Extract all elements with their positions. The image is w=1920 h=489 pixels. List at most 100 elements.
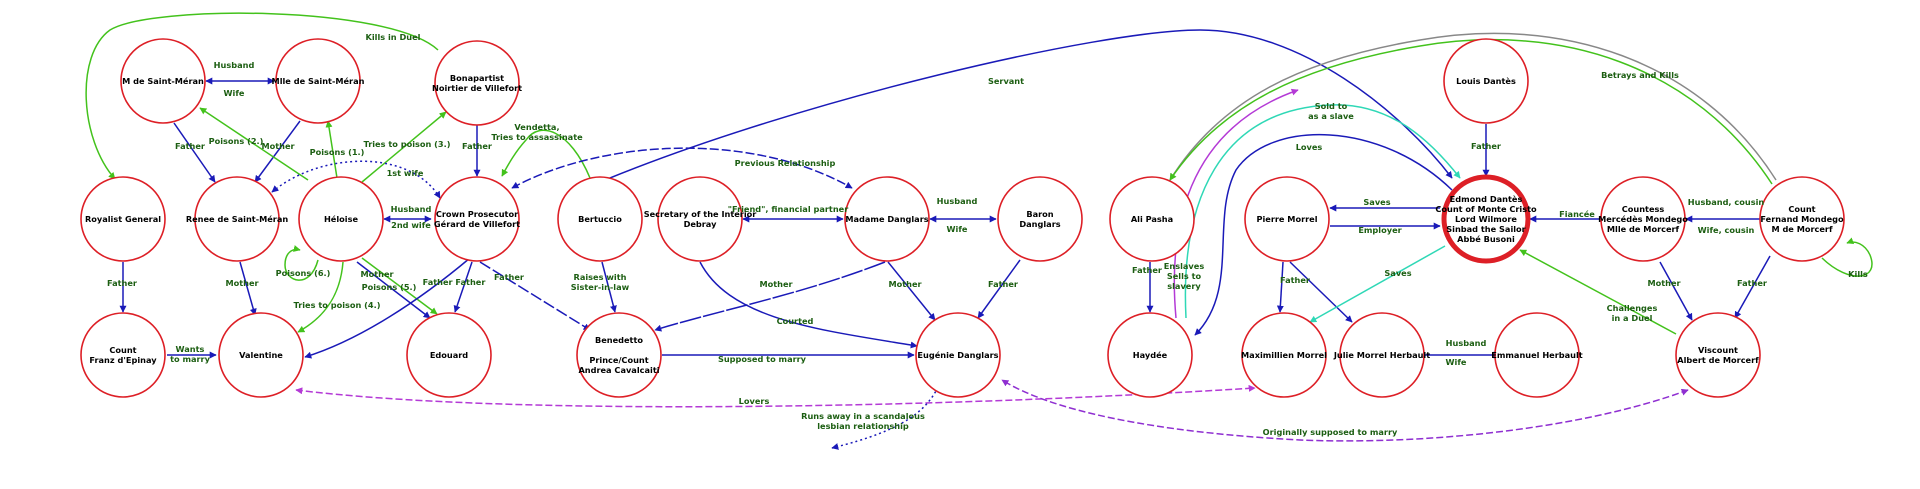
node-label-line: Royalist General [85,214,161,224]
node-bertuccio[interactable]: Bertuccio [557,176,643,262]
edge-label-line: Sister-in-law [571,282,630,292]
node-circle[interactable] [1759,176,1845,262]
node-circle[interactable] [194,176,280,262]
node-mlle-de-saint-meran[interactable]: Mlle de Saint-Méran [272,38,365,124]
node-label-line: Franz d'Epinay [89,355,157,365]
node-circle[interactable] [1241,312,1327,398]
node-circle[interactable] [275,38,361,124]
edge-father-fernand-albert [1734,255,1771,319]
node-label-line: Count [109,345,136,355]
edge-challenges [1519,249,1677,335]
node-circle[interactable] [1107,312,1193,398]
label-father-8: Father [1280,275,1311,285]
node-circle[interactable] [844,176,930,262]
label-poisons-5: Poisons (5.) [362,282,417,292]
node-label: Pierre Morrel [1256,214,1317,224]
edge-label-line: in a Duel [1612,313,1653,323]
node-circle[interactable] [1441,174,1531,264]
node-label-line: M de Morcerf [1771,224,1833,234]
node-m-de-saint-meran[interactable]: M de Saint-Méran [120,38,206,124]
node-label-line: Debray [684,219,718,229]
node-circle[interactable] [80,312,166,398]
node-label-line: Mlle de Morcerf [1607,224,1680,234]
edge-label-line: Challenges [1607,303,1658,313]
node-royalist-general[interactable]: Royalist General [80,176,166,262]
node-label-line: Valentine [239,350,283,360]
node-circle[interactable] [1339,312,1425,398]
label-mother-5: Mother [888,279,922,289]
label-mother-2: Mother [225,278,259,288]
node-ali-pasha[interactable]: Ali Pasha [1109,176,1195,262]
edge-mother-mercedes-albert [1659,261,1693,321]
node-circle[interactable] [997,176,1083,262]
node-renee[interactable]: Renee de Saint-Méran [186,176,289,262]
node-circle[interactable] [120,38,206,124]
node-valentine[interactable]: Valentine [218,312,304,398]
edge-label-line: as a slave [1308,111,1354,121]
edge-enslaves [1173,88,1299,319]
node-circle[interactable] [657,176,743,262]
node-louis-dantes[interactable]: Louis Dantès [1443,38,1529,124]
node-label-line: Count of Monte Cristo [1435,204,1537,214]
node-circle[interactable] [1443,38,1529,124]
label-father-1: Father [175,141,206,151]
node-label: Valentine [239,350,283,360]
label-tries-poison-4: Tries to poison (4.) [294,300,381,310]
label-second-wife: 2nd wife [391,220,431,230]
node-edouard[interactable]: Edouard [406,312,492,398]
node-madame-danglars[interactable]: Madame Danglars [844,176,930,262]
node-label-line: Lord Wilmore [1455,214,1517,224]
node-pierre-morrel[interactable]: Pierre Morrel [1244,176,1330,262]
node-circle[interactable] [218,312,304,398]
node-label-line: Andrea Cavalcaiti [578,365,659,375]
edge-vendetta [501,129,591,179]
node-circle[interactable] [576,312,662,398]
node-circle[interactable] [406,312,492,398]
node-label-line: Viscount [1698,345,1738,355]
node-eugenie[interactable]: Eugénie Danglars [915,312,1001,398]
node-heloise[interactable]: Héloise [298,176,384,262]
label-originally-supposed: Originally supposed to marry [1263,427,1398,437]
node-circle[interactable] [298,176,384,262]
node-label: Julie Morrel Herbault [1333,350,1430,360]
node-label-line: Louis Dantès [1456,76,1516,86]
node-circle[interactable] [434,176,520,262]
node-circle[interactable] [1600,176,1686,262]
node-label-line: Gérard de Villefort [434,219,520,229]
edge-poisons-6 [284,245,319,281]
node-circle[interactable] [1244,176,1330,262]
node-circle[interactable] [1109,176,1195,262]
node-circle[interactable] [80,176,166,262]
node-circle[interactable] [1494,312,1580,398]
node-julie[interactable]: Julie Morrel Herbault [1333,312,1430,398]
node-maximillien[interactable]: Maximillien Morrel [1241,312,1327,398]
node-label-line: M de Saint-Méran [122,76,204,86]
node-haydee[interactable]: Haydée [1107,312,1193,398]
label-mother-3: Mother [360,269,394,279]
node-circle[interactable] [915,312,1001,398]
node-label-line: Secretary of the Interior [644,209,758,219]
node-circle[interactable] [1675,312,1761,398]
node-emmanuel[interactable]: Emmanuel Herbault [1491,312,1583,398]
node-label: Mlle de Saint-Méran [272,76,365,86]
edge-father-gerard-valentine [304,257,471,359]
edge-saves-maximillien [1309,245,1446,323]
node-circle[interactable] [434,40,520,126]
edge-mother-danglars-benedetto [654,261,886,332]
node-label-line: Edmond Dantès [1450,194,1523,204]
node-circle[interactable] [557,176,643,262]
